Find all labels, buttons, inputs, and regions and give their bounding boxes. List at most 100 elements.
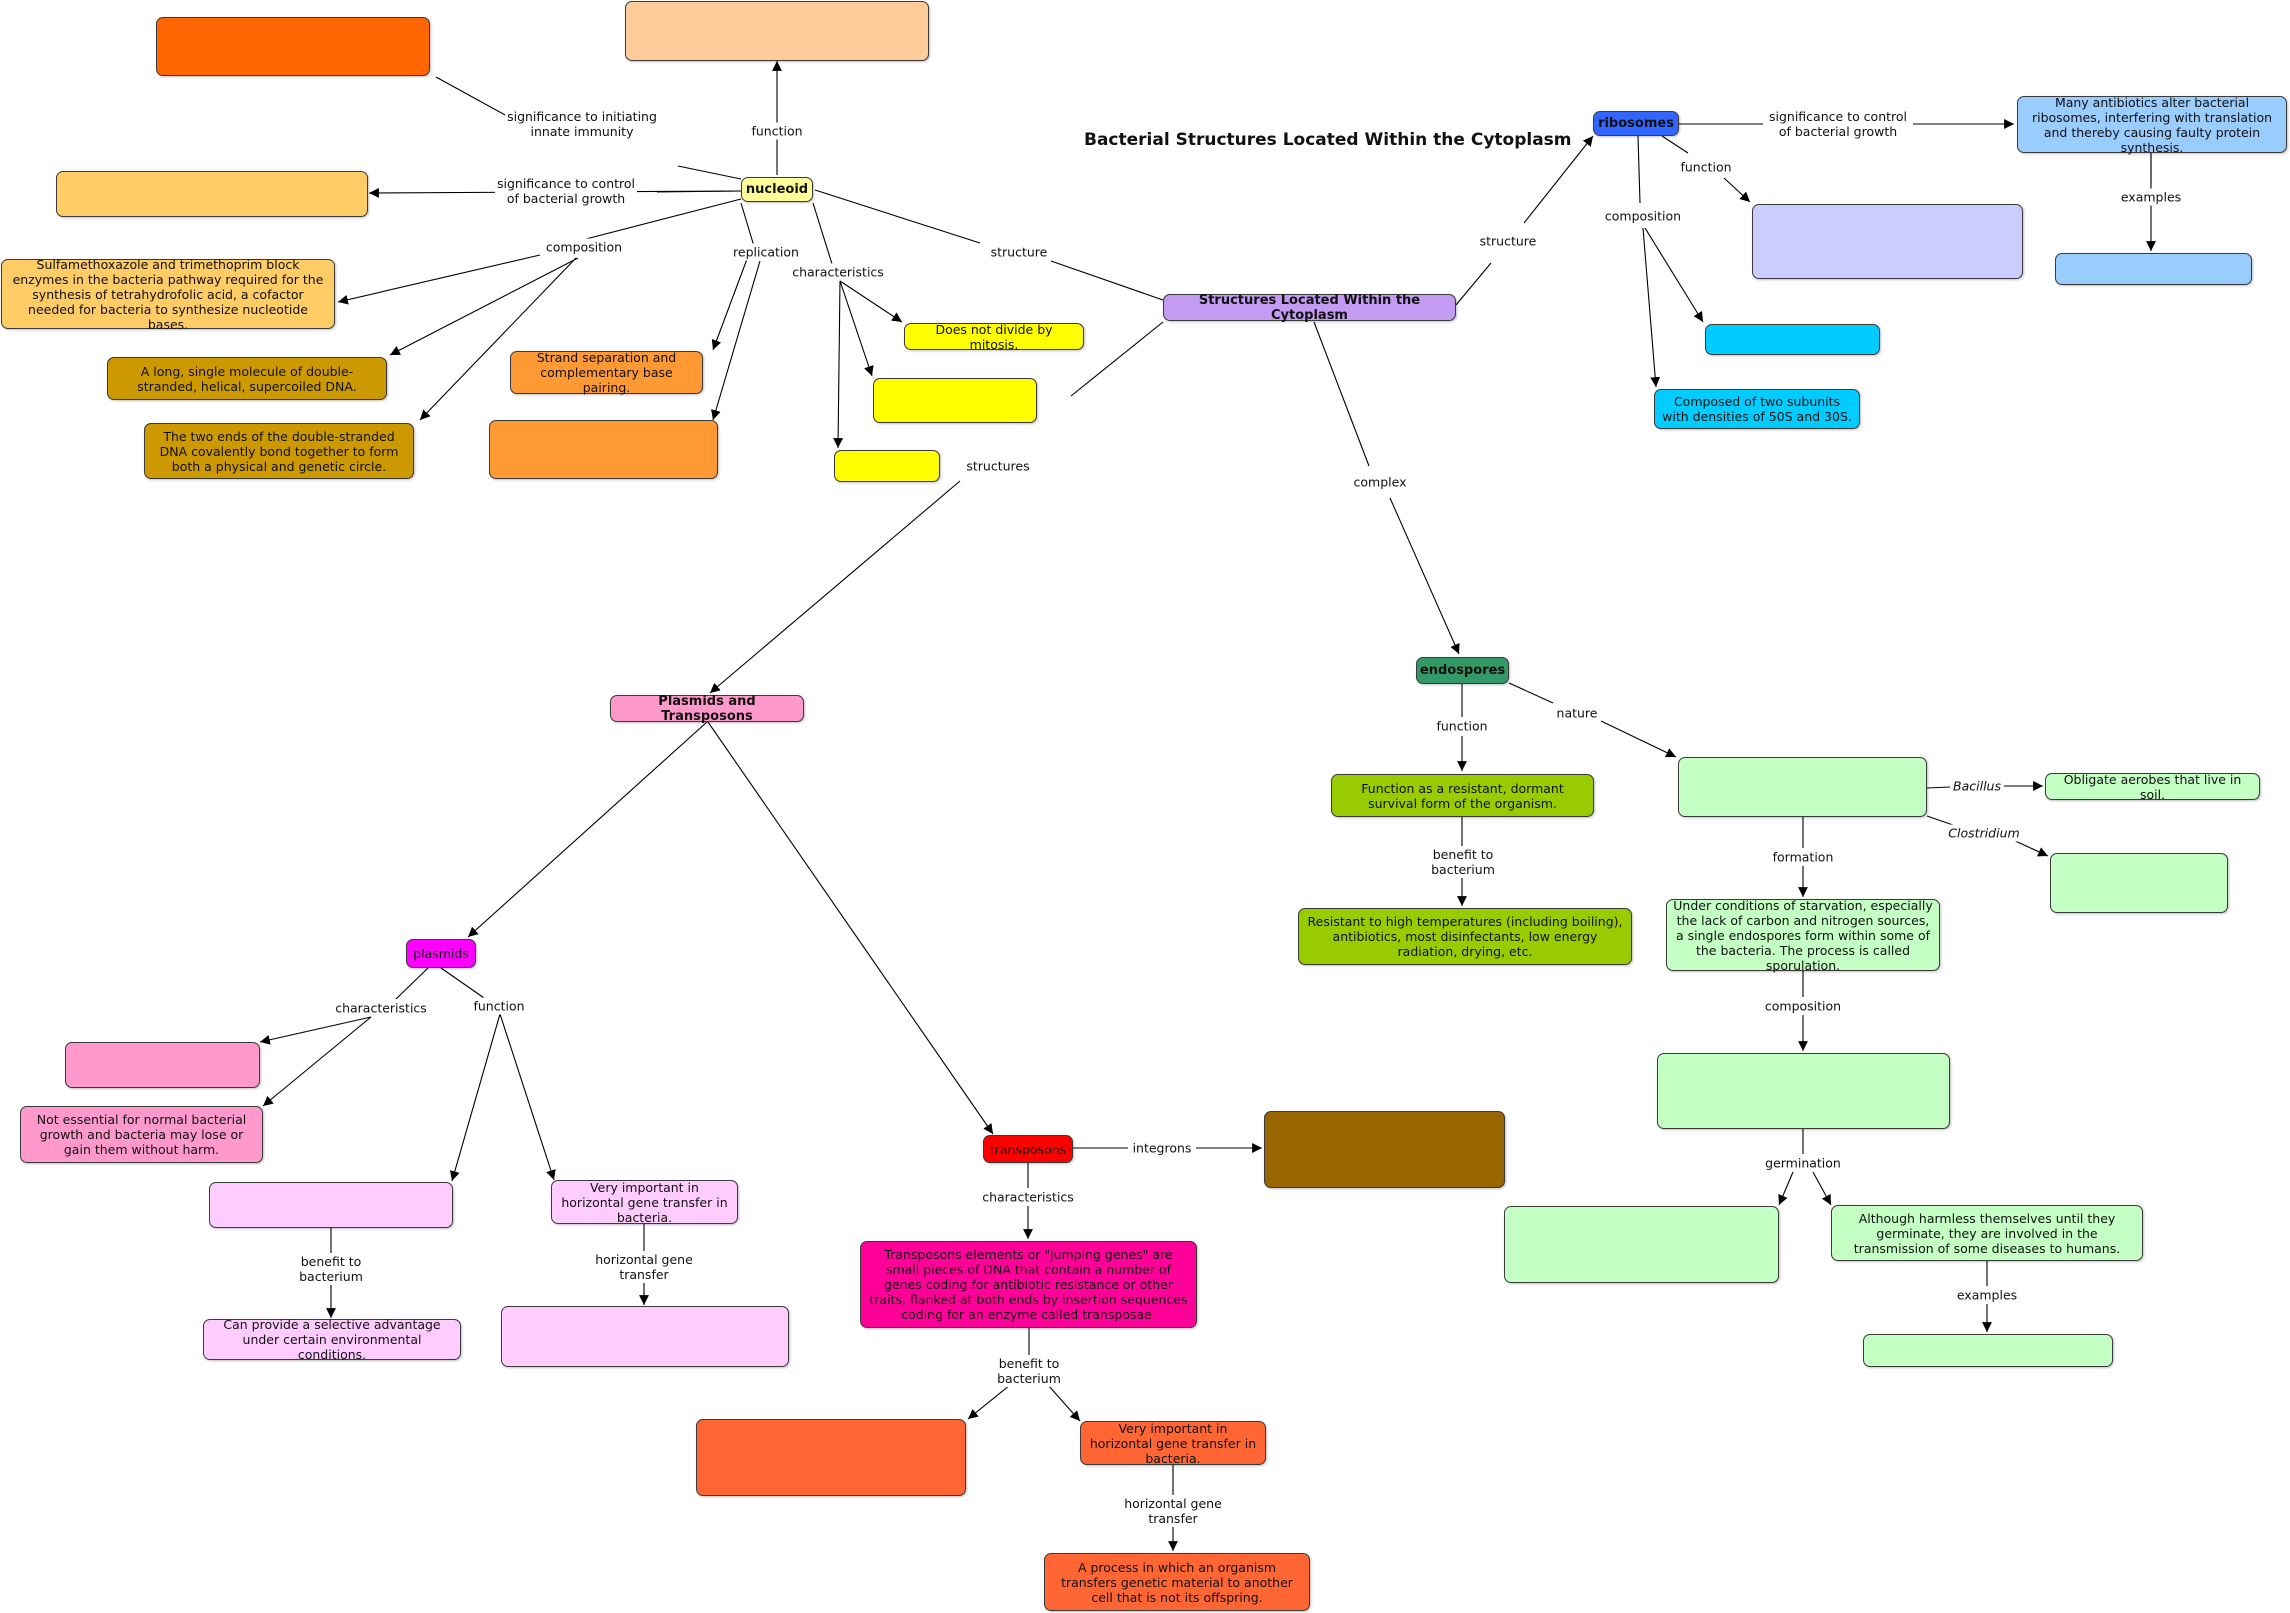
connector-line	[1600, 720, 1677, 758]
connector-line	[1050, 260, 1164, 301]
node-plasmid-benefit[interactable]: Can provide a selective advantage under …	[203, 1317, 461, 1362]
map-title: Bacterial Structures Located Within the …	[1084, 130, 1572, 150]
node-sulfamethoxazole[interactable]: Sulfamethoxazole and trimethoprim block …	[1, 257, 335, 332]
node-endospore-nature[interactable]	[1678, 757, 1927, 817]
connector-line	[677, 165, 742, 180]
node-nucleoid-immunity[interactable]	[156, 17, 430, 76]
connector-line	[395, 967, 429, 1000]
node-nucleoid-characteristic-3[interactable]	[834, 450, 940, 482]
link-label-gene-transfer-transposons: horizontal gene transfer	[1122, 1495, 1224, 1527]
node-transposon-gene-transfer[interactable]: A process in which an organism transfers…	[1044, 1553, 1310, 1611]
node-nucleoid-dna[interactable]: A long, single molecule of double-strand…	[107, 357, 387, 400]
node-endospore-formation[interactable]: Under conditions of starvation, especial…	[1666, 898, 1940, 973]
link-label-significance-immunity: significance to initiating innate immuni…	[505, 108, 659, 140]
link-label-structure-ribosomes: structure	[1477, 232, 1539, 250]
node-plasmid-gene-transfer[interactable]	[501, 1306, 789, 1367]
connector-line	[1812, 1171, 1832, 1206]
node-transposons[interactable]: transposons	[983, 1135, 1073, 1163]
node-plasmids-and-transposons[interactable]: Plasmids and Transposons	[610, 694, 804, 724]
link-label-function: function	[749, 122, 805, 140]
node-plasmid-function-2[interactable]: Very important in horizontal gene transf…	[551, 1180, 738, 1225]
node-endospores[interactable]: endospores	[1416, 657, 1509, 684]
node-nucleoid-characteristic-2[interactable]	[873, 378, 1037, 423]
connector-line	[711, 242, 754, 351]
node-integrons[interactable]	[1264, 1111, 1505, 1188]
node-endospore-germination-1[interactable]	[1504, 1206, 1779, 1283]
node-ribosome-antibiotics[interactable]: Many antibiotics alter bacterial ribosom…	[2017, 95, 2287, 155]
node-ribosome-composition-2[interactable]: Composed of two subunits with densities …	[1654, 389, 1860, 429]
node-transposon-characteristics[interactable]: Transposons elements or "jumping genes" …	[860, 1241, 1197, 1328]
node-cytoplasm-structures[interactable]: Structures Located Within the Cytoplasm	[1163, 293, 1456, 323]
node-transposon-benefit-2[interactable]: Very important in horizontal gene transf…	[1080, 1421, 1266, 1466]
node-nucleoid-replication[interactable]: Strand separation and complementary base…	[510, 350, 703, 395]
node-ribosome-composition-1[interactable]	[1705, 324, 1880, 355]
connector-line	[812, 202, 833, 265]
node-ribosome-examples[interactable]	[2055, 253, 2252, 285]
connector-line	[259, 1016, 372, 1045]
connector-line	[707, 721, 994, 1135]
connector-line	[1070, 321, 1164, 397]
link-label-formation: formation	[1770, 848, 1836, 866]
connector-line	[833, 280, 844, 449]
node-nucleoid-function[interactable]	[625, 1, 929, 61]
link-label-structure: structure	[988, 243, 1050, 261]
connector-line	[337, 254, 541, 305]
node-endospore-composition[interactable]	[1657, 1053, 1950, 1129]
link-label-germination: germination	[1763, 1154, 1843, 1172]
connector-line	[740, 202, 754, 244]
node-nucleoid-mitosis[interactable]: Does not divide by mitosis.	[904, 322, 1084, 352]
connector-line	[1926, 815, 1954, 826]
node-plasmid-characteristic-2[interactable]: Not essential for normal bacterial growt…	[20, 1106, 263, 1163]
connector-line	[1637, 135, 1641, 204]
node-nucleoid-circle[interactable]: The two ends of the double-stranded DNA …	[144, 423, 414, 479]
node-plasmid-function-1[interactable]	[209, 1182, 453, 1228]
node-ribosomes[interactable]: ribosomes	[1593, 111, 1679, 136]
link-label-gene-transfer-plasmids: horizontal gene transfer	[593, 1251, 695, 1283]
node-endospore-resistance[interactable]: Resistant to high temperatures (includin…	[1298, 908, 1632, 965]
connector-line	[1778, 1171, 1794, 1206]
connector-line	[467, 721, 708, 938]
node-nucleoid-replication-2[interactable]	[489, 420, 718, 479]
link-label-nature: nature	[1554, 704, 1600, 722]
link-label-benefit-plasmids: benefit to bacterium	[297, 1253, 365, 1285]
node-ribosome-function[interactable]	[1752, 204, 2023, 279]
connector-line	[711, 260, 761, 421]
connector-line	[814, 189, 981, 244]
connector-line	[449, 1013, 501, 1182]
link-label-function-ribosomes: function	[1678, 158, 1734, 176]
connector-line	[1523, 135, 1594, 224]
node-bacillus[interactable]: Obligate aerobes that live in soil.	[2045, 772, 2260, 802]
link-label-structures: structures	[964, 457, 1032, 475]
node-clostridium[interactable]	[2050, 853, 2228, 913]
link-label-clostridium: Clostridium	[1946, 824, 2022, 842]
node-endospore-examples[interactable]	[1863, 1334, 2113, 1367]
link-label-integrons: integrons	[1130, 1139, 1194, 1157]
link-label-replication: replication	[731, 243, 801, 261]
connector-line	[839, 280, 903, 323]
connector-line	[1661, 135, 1689, 154]
connector-line	[1644, 227, 1704, 323]
connector-line	[967, 1384, 1011, 1420]
connector-line	[499, 1013, 556, 1181]
connector-line	[1723, 177, 1751, 203]
node-nucleoid-control[interactable]	[56, 171, 368, 217]
link-label-characteristics-transposons: characteristics	[980, 1188, 1076, 1206]
link-label-composition-ribosomes: composition	[1602, 207, 1684, 225]
link-label-examples-ribosomes: examples	[2118, 188, 2184, 206]
link-label-benefit-transposons: benefit to bacterium	[995, 1355, 1063, 1387]
link-label-characteristics-plasmids: characteristics	[333, 999, 429, 1017]
node-endospore-germination-2[interactable]: Although harmless themselves until they …	[1831, 1205, 2143, 1261]
connector-line	[2010, 838, 2049, 857]
node-endospore-function[interactable]: Function as a resistant, dormant surviva…	[1331, 774, 1594, 817]
connector-line	[1508, 682, 1554, 704]
connector-line	[1642, 227, 1661, 388]
node-plasmid-characteristic-1[interactable]	[65, 1042, 260, 1088]
connector-line	[1047, 1384, 1081, 1422]
node-transposon-benefit-1[interactable]	[696, 1419, 966, 1496]
node-nucleoid[interactable]: nucleoid	[741, 177, 813, 202]
node-plasmids[interactable]: plasmids	[406, 939, 476, 968]
link-label-bacillus: Bacillus	[1951, 777, 2003, 795]
connector-line	[1313, 321, 1370, 467]
